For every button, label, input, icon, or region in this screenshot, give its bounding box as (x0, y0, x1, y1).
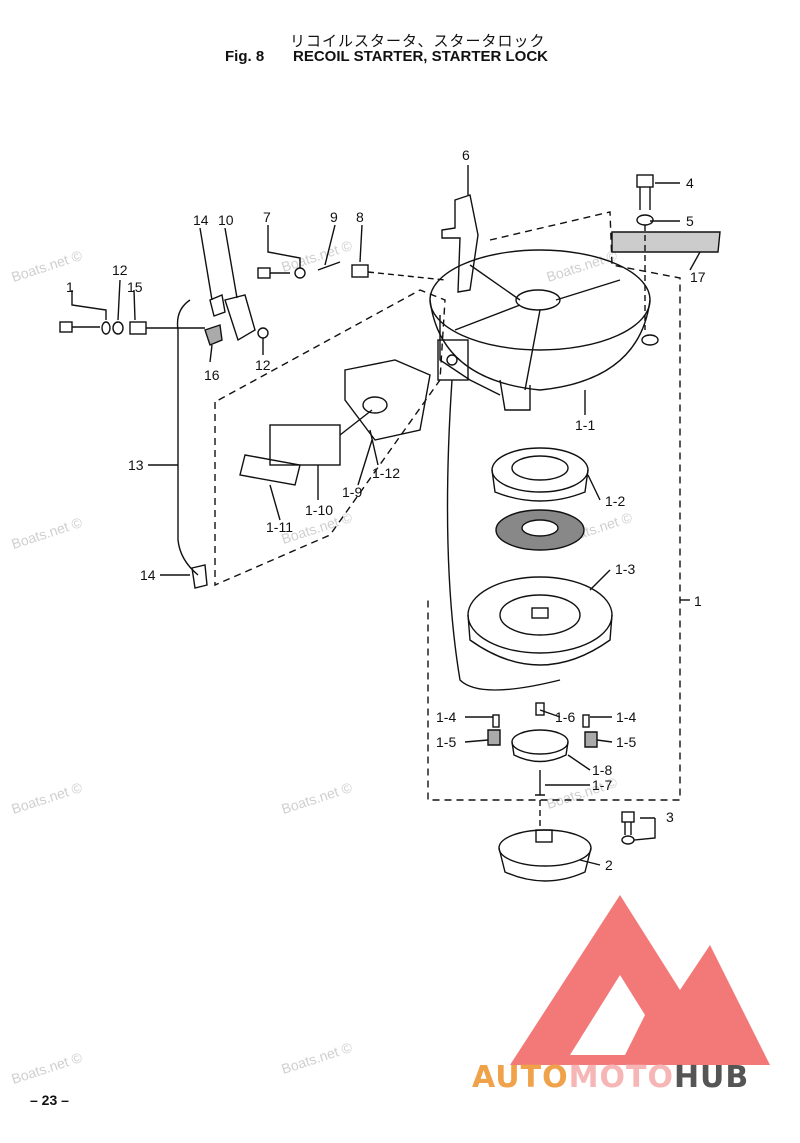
callout-5: 5 (686, 213, 694, 229)
callout-4: 4 (686, 175, 694, 191)
callout-16: 16 (204, 367, 220, 383)
callout-1-3: 1-3 (615, 561, 635, 577)
title-japanese: リコイルスタータ、スタータロック (290, 32, 546, 50)
spring-housing (491, 447, 589, 502)
starter-cup (498, 829, 592, 882)
starter-lock-holder (344, 359, 431, 441)
figure-number: Fig. 8 (225, 48, 265, 65)
callout-3: 3 (666, 809, 674, 825)
starter-case (429, 249, 659, 411)
logo-wordmark: AUTOMOTOHUB (472, 1060, 749, 1095)
bolt-1-7 (535, 770, 545, 796)
callout-1-9: 1-9 (342, 484, 362, 500)
sub-boundary-dashed (214, 289, 446, 587)
callout-1-5: 1-5 (436, 734, 456, 750)
lock-rod (339, 409, 373, 436)
lever-10 (224, 294, 256, 342)
assembly-boundary-dashed (427, 211, 681, 801)
clip-14-upper (209, 294, 226, 317)
callout-1-7: 1-7 (592, 777, 612, 793)
spring-1-4-left (492, 714, 500, 728)
link-rod-13 (176, 299, 199, 576)
clip-14-lower (191, 564, 208, 589)
callout-7: 7 (263, 209, 271, 225)
callout-6: 6 (462, 147, 470, 163)
callout-8: 8 (356, 209, 364, 225)
plate-17 (611, 231, 721, 253)
callout-1-2: 1-2 (605, 493, 625, 509)
callout-1-4b: 1-4 (616, 709, 636, 725)
automotohub-logo (510, 895, 770, 1065)
logo-part-auto: AUTO (472, 1060, 569, 1095)
callout-14: 14 (193, 212, 209, 228)
callout-10: 10 (218, 212, 234, 228)
callout-17: 17 (690, 269, 706, 285)
logo-part-moto: MOTO (568, 1060, 674, 1095)
bolt-7 (257, 267, 290, 279)
callout-1-1: 1-1 (575, 417, 595, 433)
callout-14b: 14 (140, 567, 156, 583)
link-16 (204, 324, 223, 346)
callout-13: 13 (128, 457, 144, 473)
callout-1b: 1 (694, 593, 702, 609)
bolt-4 (636, 174, 654, 210)
callout-1-5b: 1-5 (616, 734, 636, 750)
page-number: – 23 – (30, 1092, 69, 1108)
callout-1-6: 1-6 (555, 709, 575, 725)
collar-8 (351, 264, 369, 278)
lock-plate (239, 454, 301, 486)
callout-12: 12 (112, 262, 128, 278)
figure-title: RECOIL STARTER, STARTER LOCK (293, 48, 548, 65)
callout-1: 1 (66, 279, 74, 295)
callout-1-12: 1-12 (372, 465, 400, 481)
callout-2: 2 (605, 857, 613, 873)
starter-rope (446, 379, 561, 691)
lock-bracket (269, 424, 341, 466)
pawl-right (584, 731, 598, 748)
callout-1-4: 1-4 (436, 709, 456, 725)
washer-5 (636, 214, 654, 226)
washer-7 (294, 267, 306, 279)
drive-plate (511, 729, 569, 763)
callout-15: 15 (127, 279, 143, 295)
pawl-left (487, 729, 501, 746)
callout-1-8: 1-8 (592, 762, 612, 778)
logo-triangle-icon (510, 895, 770, 1065)
spring-1-4-right (582, 714, 590, 728)
lock-lever (441, 194, 479, 293)
spiral-spring (495, 509, 585, 551)
spring-1-6 (535, 702, 545, 716)
bolt-3 (621, 811, 635, 835)
callout-1-11: 1-11 (266, 519, 293, 535)
spring-9 (317, 261, 341, 271)
callout-12b: 12 (255, 357, 271, 373)
collar-15 (129, 321, 147, 335)
starter-pulley (467, 576, 613, 666)
bolt-1 (59, 321, 100, 333)
logo-part-hub: HUB (673, 1060, 750, 1095)
callout-9: 9 (330, 209, 338, 225)
callout-1-10: 1-10 (305, 502, 333, 518)
